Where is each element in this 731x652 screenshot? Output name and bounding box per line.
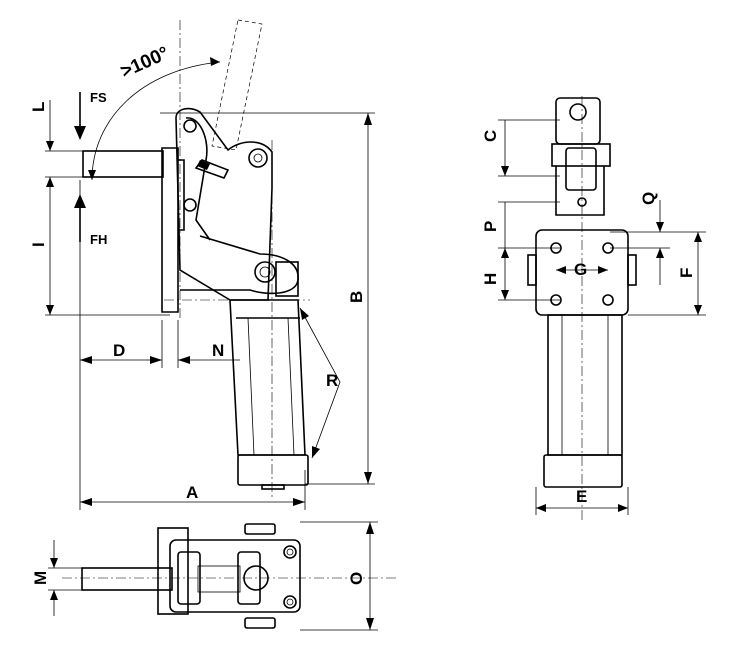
dim-label-g: G: [574, 260, 587, 279]
dim-label-q: Q: [639, 192, 658, 205]
dim-label-o: O: [347, 572, 366, 585]
dim-label-e: E: [576, 487, 587, 506]
dim-label-l: L: [29, 102, 48, 112]
dim-label-a: A: [186, 483, 198, 502]
dim-label-f: F: [677, 268, 696, 278]
dim-label-p: P: [481, 221, 500, 232]
dim-label-b: B: [347, 291, 366, 303]
dim-label-c: C: [481, 130, 500, 142]
dim-label-m: M: [31, 571, 50, 585]
dim-label-r: R: [326, 371, 338, 390]
dim-label-n: N: [212, 341, 224, 360]
dim-label-i: I: [29, 242, 48, 247]
dim-label-d: D: [113, 341, 125, 360]
top-view: M O: [31, 521, 398, 631]
force-fs-label: FS: [90, 90, 107, 105]
front-view: C P H G Q F E: [481, 96, 706, 520]
force-fh-label: FH: [90, 232, 107, 247]
side-view: >100° FS FH L I B D N R A: [29, 19, 375, 510]
dim-label-h: H: [481, 273, 500, 285]
